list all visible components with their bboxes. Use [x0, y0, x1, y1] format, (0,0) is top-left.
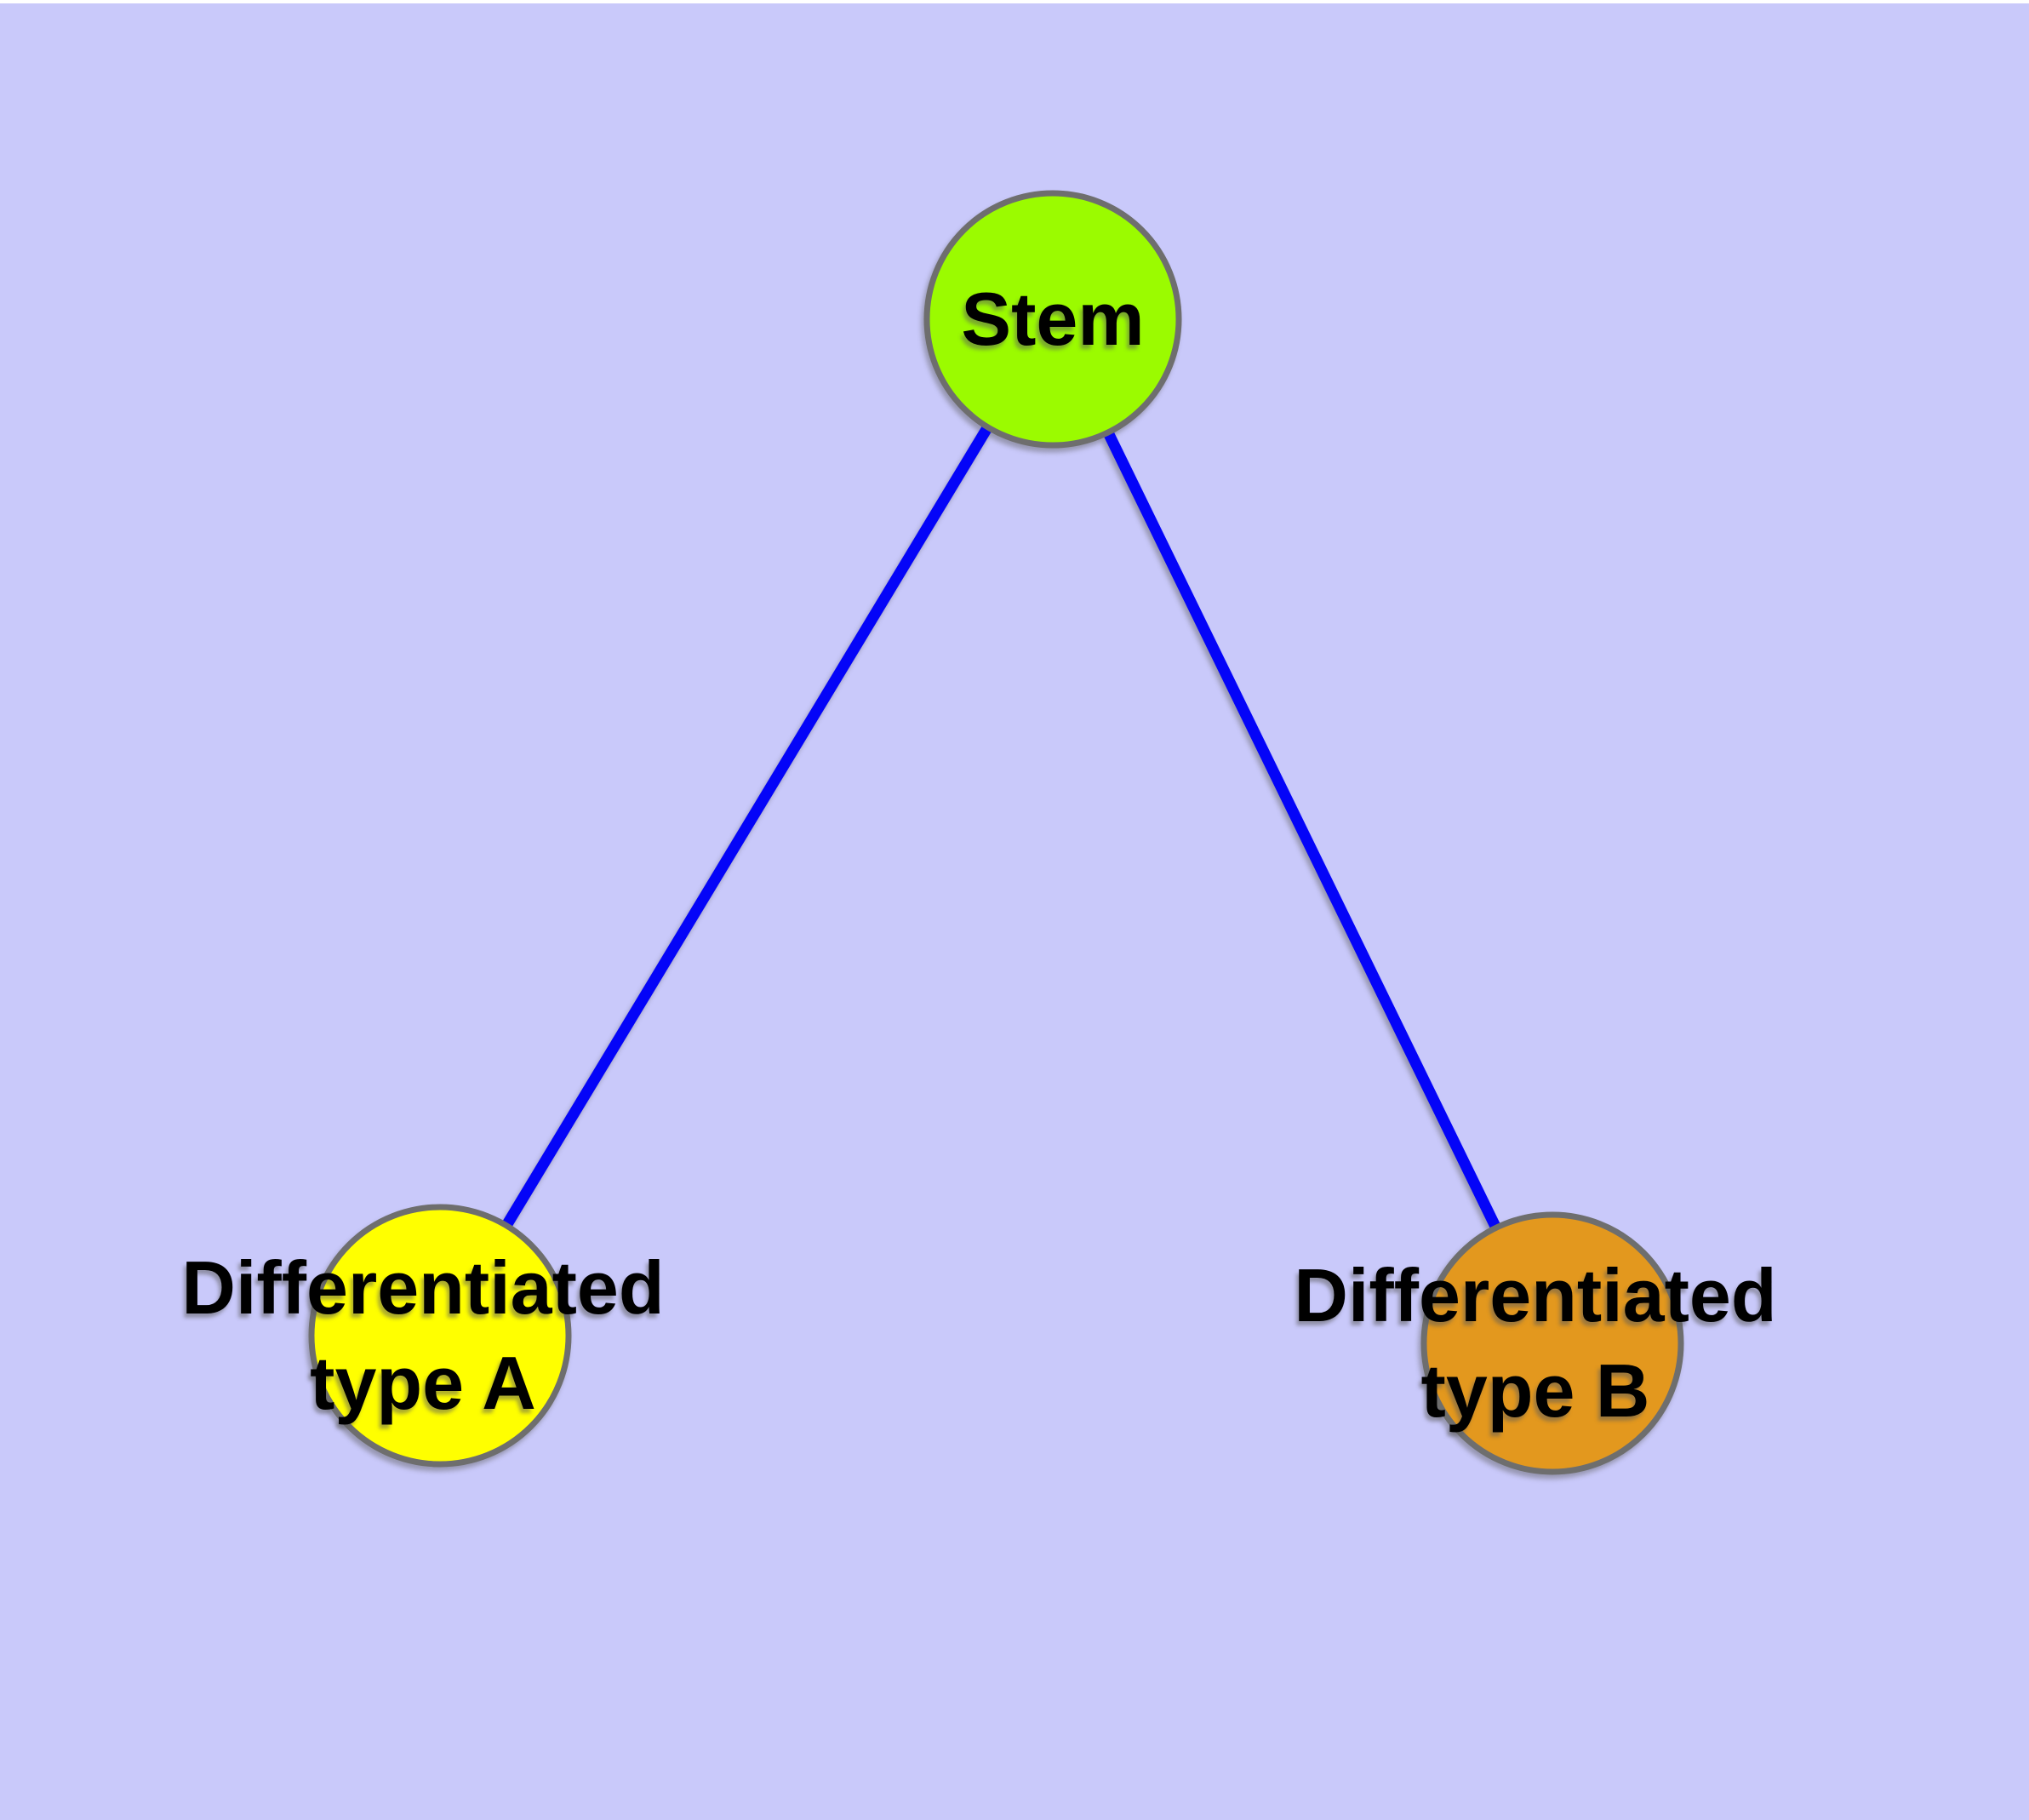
node-type-a-label-line1: Differentiated — [181, 1245, 665, 1330]
node-type-b-circle — [1420, 1211, 1684, 1475]
node-type-a-label: Differentiated type A — [181, 1240, 664, 1431]
node-type-b-label: Differentiated type B — [1294, 1248, 1776, 1439]
edge-stem-to-type-a — [435, 316, 1058, 1339]
node-type-a-label-line2: type A — [310, 1341, 536, 1425]
node-type-b-label-line1: Differentiated — [1294, 1253, 1777, 1337]
edge-stem-to-type-b — [1048, 317, 1557, 1346]
graph-svg — [308, 190, 1684, 1475]
diagram-canvas: Stem Differentiated type A Differentiate… — [0, 3, 2029, 1820]
node-stem-circle — [923, 190, 1182, 449]
node-type-a-circle — [308, 1204, 572, 1468]
node-stem-label: Stem — [961, 272, 1144, 367]
node-stem-label-line1: Stem — [961, 277, 1145, 361]
node-type-b-label-line2: type B — [1420, 1348, 1650, 1433]
